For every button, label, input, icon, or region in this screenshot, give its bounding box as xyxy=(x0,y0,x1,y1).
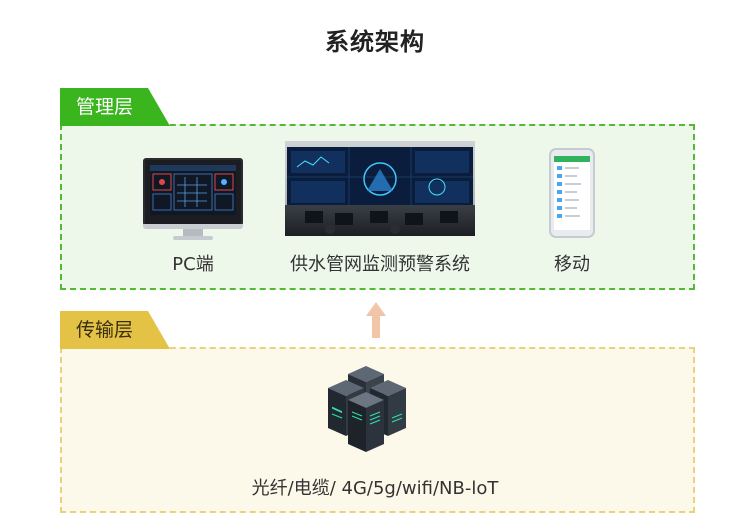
server-rack-icon xyxy=(328,366,406,452)
pc-caption: PC端 xyxy=(172,254,214,275)
monitoring-system-caption: 供水管网监测预警系统 xyxy=(290,254,470,275)
page-title: 系统架构 xyxy=(325,28,425,56)
video-wall-photo xyxy=(285,141,475,236)
up-arrow-icon xyxy=(366,302,386,338)
monitor-icon xyxy=(143,158,243,240)
mobile-caption: 移动 xyxy=(554,254,590,275)
phone-icon xyxy=(549,148,595,238)
transport-caption: 光纤/电缆/ 4G/5g/wifi/NB-loT xyxy=(251,478,499,499)
management-layer-label: 管理层 xyxy=(60,88,170,126)
transport-layer-label: 传输层 xyxy=(60,311,170,349)
